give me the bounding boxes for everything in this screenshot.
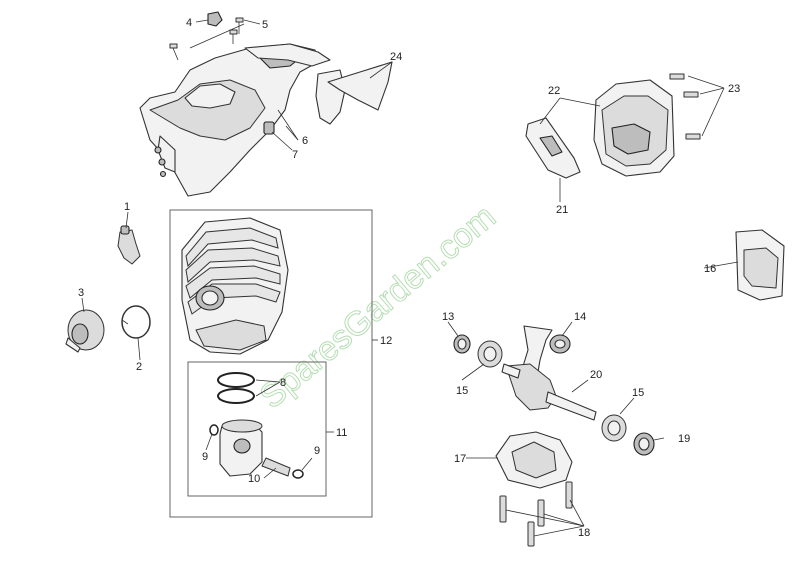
watermark-text: SparesGarden.com: [253, 198, 503, 417]
callout-9-right: 9: [314, 445, 320, 457]
callout-24: 24: [390, 51, 402, 63]
part-18-crankcase-screws: [499, 481, 573, 547]
callout-3: 3: [78, 287, 84, 299]
callout-7: 7: [292, 149, 298, 161]
callout-14: 14: [574, 311, 586, 323]
part-17-crankcase-half: [495, 431, 573, 489]
top-cover: [139, 43, 331, 197]
leader-lines: [81, 19, 739, 537]
part-15-bearing-right: [601, 414, 627, 442]
piston-kit-box: [187, 361, 327, 497]
part-9-circlip-right: [292, 469, 304, 479]
callout-9-left: 9: [202, 451, 208, 463]
part-19-seal-right: [633, 432, 655, 456]
part-20-crankshaft: [501, 325, 597, 421]
callout-23: 23: [728, 83, 740, 95]
part-3-decompression-valve: [65, 309, 105, 353]
cylinder-assembly-box: [169, 209, 373, 518]
part-9-circlip-left: [209, 424, 219, 436]
callout-4: 4: [186, 17, 192, 29]
part-10-piston-pin: [261, 457, 291, 477]
callout-2: 2: [136, 361, 142, 373]
piston: [219, 419, 263, 477]
callout-13: 13: [442, 311, 454, 323]
part-7-bushing: [263, 121, 275, 135]
callout-5: 5: [262, 19, 268, 31]
callout-8: 8: [280, 377, 286, 389]
part-14-needle-bearing: [549, 334, 571, 354]
callout-18: 18: [578, 527, 590, 539]
part-screw-cover: [169, 43, 179, 61]
part-5-screws: [229, 17, 244, 44]
callout-12: 12: [380, 335, 392, 347]
callout-15-left: 15: [456, 385, 468, 397]
callout-20: 20: [590, 369, 602, 381]
callout-11: 11: [336, 427, 347, 439]
muffler: [593, 79, 675, 177]
part-23-muffler-screws: [669, 73, 701, 140]
part-4-clip: [207, 11, 223, 27]
part-13-seal: [453, 334, 471, 354]
part-2-clip-ring: [121, 305, 151, 339]
part-8-piston-rings: [217, 372, 255, 404]
callout-10: 10: [248, 473, 260, 485]
callout-22: 22: [548, 85, 560, 97]
callout-6: 6: [302, 135, 308, 147]
callout-19: 19: [678, 433, 690, 445]
callout-21: 21: [556, 204, 568, 216]
cylinder: [181, 217, 289, 355]
part-1-spark-plug: [117, 225, 141, 265]
part-16-heat-shield: [735, 229, 785, 301]
callout-17: 17: [454, 453, 466, 465]
callout-16: 16: [704, 263, 716, 275]
part-21-22-muffler-gasket: [525, 117, 581, 179]
part-15-bearing-left: [477, 340, 503, 368]
callout-15-right: 15: [632, 387, 644, 399]
callout-1: 1: [124, 201, 130, 213]
